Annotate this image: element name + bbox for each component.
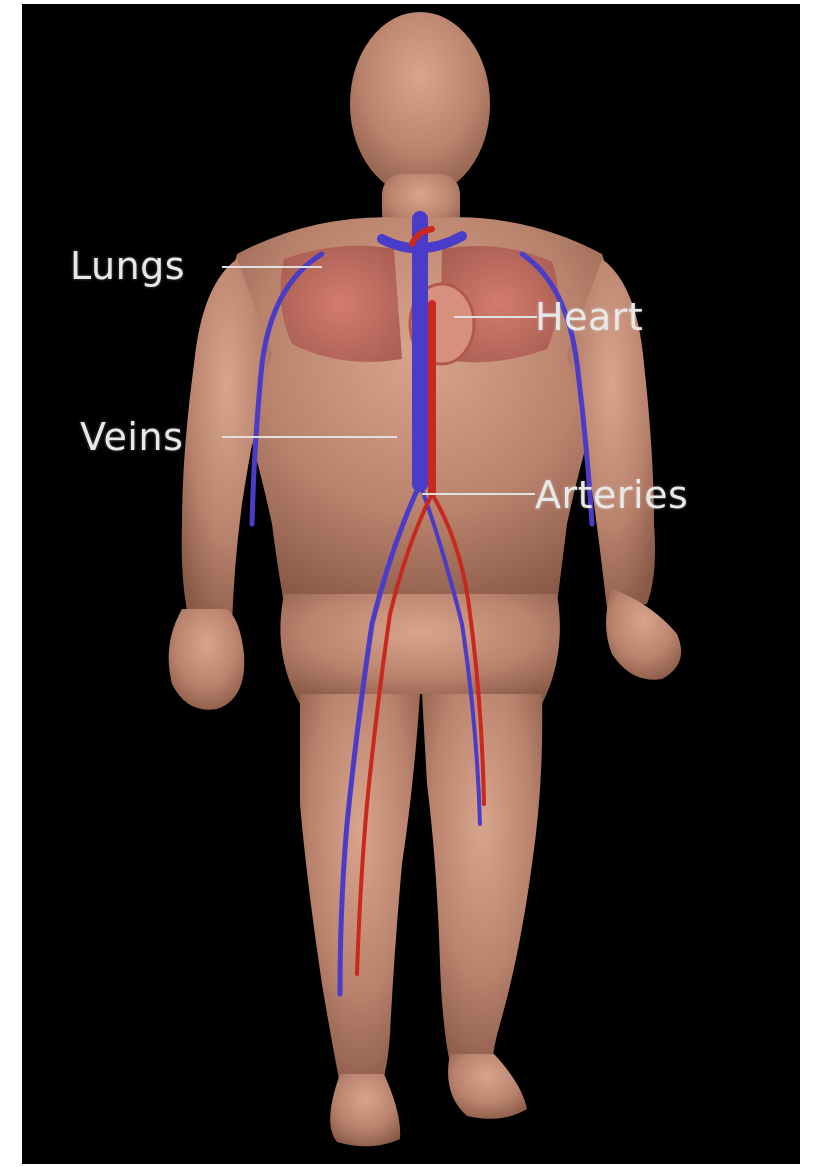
- anatomy-figure-frame: Lungs Heart Veins Arteries: [22, 4, 800, 1164]
- body-silhouette: [169, 12, 681, 1146]
- label-arteries: Arteries: [535, 476, 688, 514]
- label-veins: Veins: [80, 418, 183, 456]
- label-lungs: Lungs: [70, 247, 185, 285]
- circulatory-body-illustration: [22, 4, 800, 1164]
- label-heart: Heart: [535, 298, 643, 336]
